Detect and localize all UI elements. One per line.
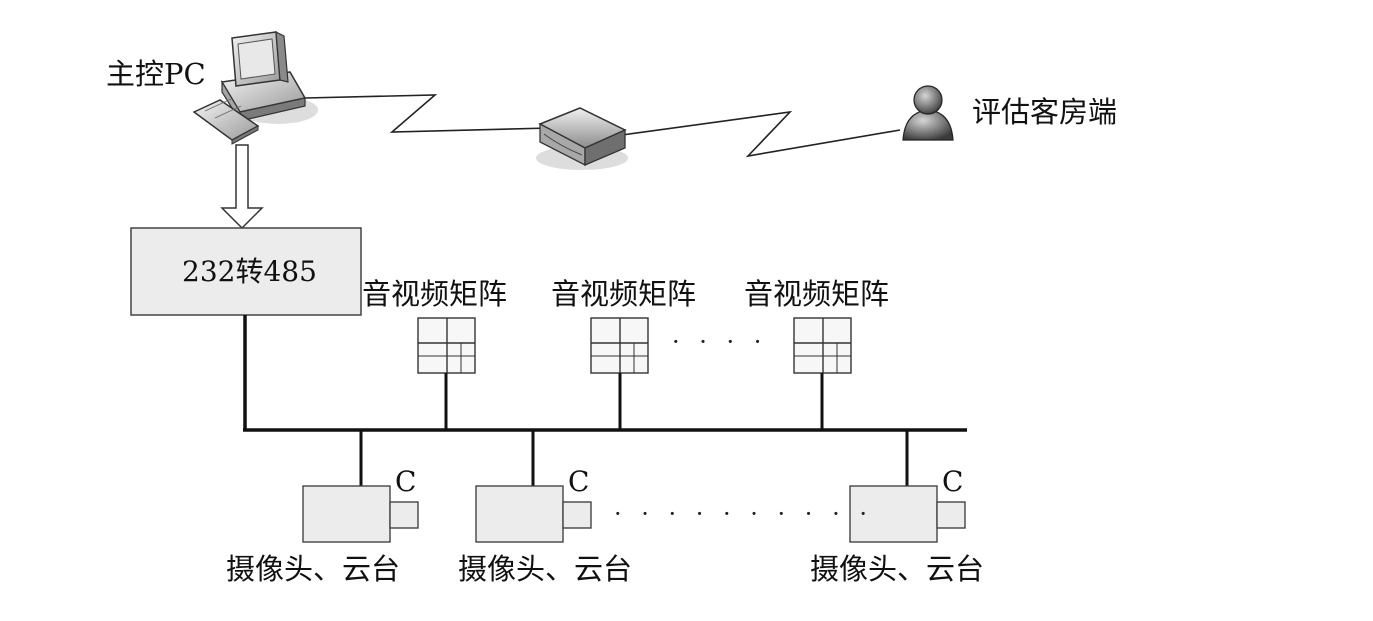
camera-label-2: 摄像头、云台 [458, 552, 632, 586]
converter-label: 232转485 [182, 255, 317, 288]
matrix-label-2: 音视频矩阵 [551, 277, 696, 311]
camera-ellipsis: · · · · · · · · · · [614, 500, 873, 528]
camera-label-1: 摄像头、云台 [226, 552, 400, 586]
matrix-ellipsis: · · · · [672, 328, 767, 356]
client-label: 评估客房端 [972, 95, 1117, 129]
matrix-label-3: 音视频矩阵 [744, 277, 889, 311]
router-icon [536, 107, 628, 170]
matrix-label-1: 音视频矩阵 [362, 277, 507, 311]
converter-box [130, 227, 362, 316]
matrix-icon [793, 317, 852, 374]
camera-tag-1: C [395, 465, 416, 498]
matrix-icon [417, 317, 476, 374]
pc-to-converter-arrow [220, 144, 264, 230]
camera-tag-3: C [942, 465, 963, 498]
matrix-icon [590, 317, 649, 374]
camera-icon [302, 485, 419, 543]
camera-icon [475, 485, 592, 543]
user-icon [902, 85, 954, 141]
pc-icon [192, 30, 318, 145]
pc-label: 主控PC [106, 57, 206, 91]
camera-label-3: 摄像头、云台 [810, 552, 984, 586]
pc-to-router-link [304, 94, 551, 133]
router-to-client-link [621, 110, 901, 158]
camera-icon [849, 485, 966, 543]
camera-tag-2: C [568, 465, 589, 498]
